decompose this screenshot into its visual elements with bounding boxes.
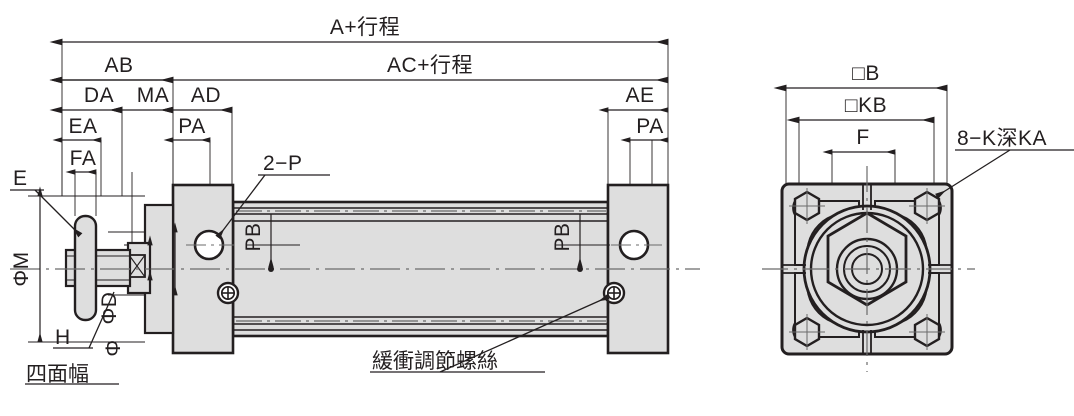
dim-label-ae: AE: [625, 84, 654, 107]
end-face-cross-ribs: [782, 184, 952, 354]
dim-label-pa-left: PA: [178, 115, 205, 138]
end-face-view: □B □KB F 8−K深KA: [762, 62, 1074, 372]
leader-eight-k-deep-ka: [935, 149, 1074, 199]
dim-label-da: DA: [84, 84, 114, 107]
dim-label-ad: AD: [191, 84, 221, 107]
end-face-corner-bolt-holes: [789, 188, 945, 350]
dim-label-ma: MA: [137, 84, 170, 107]
bolt-hole-top-left: [789, 188, 825, 224]
dim-label-pb-left: PB: [242, 222, 265, 251]
relief-hatch-b: [128, 254, 146, 278]
dim-pb-right: [556, 214, 610, 272]
dim-label-ea: EA: [68, 115, 97, 138]
bolt-hole-bottom-right: [909, 314, 945, 350]
leader-cushion-screw: [370, 294, 610, 373]
rod-hex-nut: [73, 214, 98, 322]
dim-label-box-kb: □KB: [845, 94, 887, 117]
dim-label-box-b: □B: [852, 62, 880, 85]
barrel-tierod-lines-top: [233, 207, 608, 222]
bolt-hole-bottom-left: [789, 314, 825, 350]
dim-label-a-stroke: A+行程: [330, 16, 400, 39]
callout-label-h: H: [55, 326, 71, 349]
dim-label-phi: Φ: [102, 339, 125, 356]
callout-label-four-face-width: 四面幅: [26, 362, 89, 386]
callout-label-cushion-screw: 緩衝調節螺絲: [372, 349, 498, 373]
dim-label-f: F: [856, 126, 869, 149]
leader-two-p: [215, 174, 330, 240]
dim-label-pa-right: PA: [636, 115, 663, 138]
rear-cushion-screw: [602, 281, 626, 305]
barrel-tierod-lines-bottom: [233, 316, 608, 331]
bolt-hole-top-right: [909, 188, 945, 224]
callout-label-e: E: [13, 167, 28, 190]
leader-e: [10, 189, 83, 238]
dim-label-pb-right: PB: [551, 222, 574, 251]
side-section-view: A+行程 AC+行程 AB DA MA AD EA FA: [10, 16, 700, 386]
dim-label-phi-m: ΦM: [10, 251, 33, 286]
dim-label-fa: FA: [70, 147, 97, 170]
dim-label-ab: AB: [104, 54, 133, 77]
dim-pb-left: [247, 214, 300, 272]
callout-label-eight-k-deep-ka: 8−K深KA: [957, 127, 1047, 150]
front-cushion-screw: [216, 281, 240, 305]
callout-label-two-p: 2−P: [263, 152, 302, 175]
leader-h-four-face: [25, 291, 119, 385]
dim-label-ac-stroke: AC+行程: [387, 54, 473, 77]
